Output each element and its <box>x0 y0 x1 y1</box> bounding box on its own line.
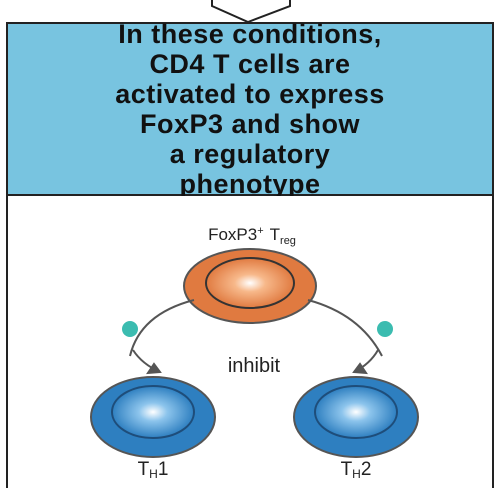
th2-label: TH2 <box>341 459 372 481</box>
condition-header: In these conditions, CD4 T cells are act… <box>6 19 494 199</box>
th1-label: TH1 <box>138 459 169 481</box>
header-text: In these conditions, CD4 T cells are act… <box>115 19 385 199</box>
treg-label: FoxP3+Treg <box>208 225 296 247</box>
th1-cell <box>90 376 216 458</box>
th2-cell <box>293 376 419 458</box>
inhibition-arrow-left <box>129 299 195 375</box>
inhibit-label: inhibit <box>228 355 281 377</box>
cell-diagram-panel: FoxP3+Treg inhibit <box>6 196 494 488</box>
treg-cell <box>183 248 317 324</box>
inhibitor-dot-right <box>377 321 393 337</box>
inhibition-arrow-right <box>307 299 383 375</box>
cell-diagram: FoxP3+Treg inhibit <box>90 225 419 481</box>
inhibitor-dot-left <box>122 321 138 337</box>
